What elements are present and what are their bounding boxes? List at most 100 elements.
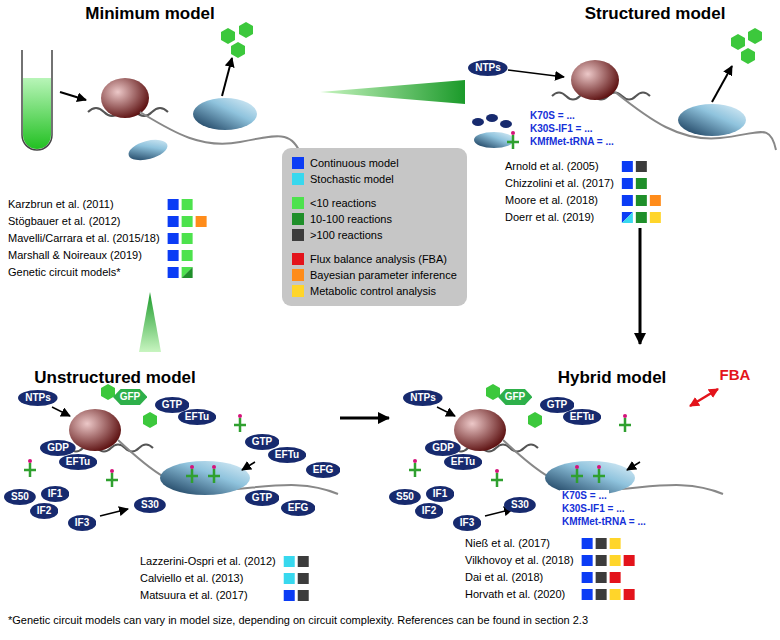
molecule-name: IF2 — [37, 505, 51, 517]
legend-box: Continuous modelStochastic model <10 reac… — [282, 148, 467, 306]
legend-entry: 10-100 reactions — [292, 211, 457, 227]
ellipse — [281, 500, 316, 516]
drawing-use — [741, 48, 755, 64]
hybrid-illustration — [409, 384, 723, 516]
ellipse — [59, 454, 97, 470]
category-square — [636, 195, 647, 206]
legend-swatch — [292, 197, 304, 209]
ellipse — [40, 440, 76, 456]
drawing-path — [22, 50, 52, 150]
category-square — [636, 178, 647, 189]
ellipse — [444, 454, 482, 470]
legend-entry: Metabolic control analysis — [292, 283, 457, 299]
method-label: FBA — [720, 366, 751, 384]
molecule-name: GDP — [432, 442, 454, 454]
molecule-ellipse: NTPs — [18, 390, 58, 406]
ellipse — [178, 409, 216, 425]
category-square — [168, 233, 179, 244]
category-square — [622, 212, 633, 223]
ellipse — [540, 397, 575, 413]
category-square — [622, 195, 633, 206]
gfp-hexagon: GFP — [498, 389, 533, 405]
ellipse — [415, 503, 443, 519]
reference: Vilkhovoy et al. (2018) — [465, 554, 574, 567]
legend-entry: Stochastic model — [292, 171, 457, 187]
drawing-ellipse — [474, 132, 514, 148]
drawing-ellipse — [472, 118, 484, 126]
connector-arrow — [639, 228, 642, 344]
ellipse — [4, 489, 36, 505]
molecule-name: EFG — [288, 502, 309, 514]
legend-entry: <10 reactions — [292, 195, 457, 211]
caption: *Genetic circuit models can vary in mode… — [8, 614, 588, 627]
reference: Chizzolini et al. (2017) — [505, 177, 614, 190]
legend-entry: Continuous model — [292, 155, 457, 171]
legend-text: 10-100 reactions — [310, 213, 392, 225]
reference: Stögbauer et al. (2012) — [8, 215, 121, 228]
panel-title: Minimum model — [85, 4, 214, 24]
molecule-name: S50 — [11, 491, 29, 503]
panel-title: Structured model — [585, 4, 726, 24]
minimum-illustration — [22, 22, 300, 164]
drawing-ellipse — [678, 104, 746, 136]
drawing-ellipse — [193, 98, 257, 130]
molecule-name: NTPs — [475, 62, 501, 74]
legend-entry: >100 reactions — [292, 227, 457, 243]
category-square — [168, 216, 179, 227]
molecule-name: GTP — [547, 399, 568, 411]
molecule-name: GTP — [252, 492, 273, 504]
panel-title: Hybrid model — [558, 368, 667, 388]
molecule-ellipse: EFG — [281, 500, 316, 516]
category-square — [182, 267, 193, 278]
molecule-name: GTP — [162, 399, 183, 411]
category-square — [622, 212, 633, 223]
molecule-name: EFTu — [451, 456, 475, 468]
molecule-name: IF3 — [75, 517, 89, 529]
molecule-ellipse: S30 — [134, 497, 166, 513]
category-square — [596, 555, 607, 566]
ellipse — [245, 490, 280, 506]
category-square — [582, 572, 593, 583]
molecule-name: EFTu — [185, 411, 209, 423]
drawing-path — [23, 78, 51, 149]
category-square — [636, 161, 647, 172]
ellipse — [563, 409, 601, 425]
legend-entry: Bayesian parameter inference — [292, 267, 457, 283]
ellipse — [504, 497, 536, 513]
ellipse — [468, 60, 508, 76]
category-square — [168, 267, 179, 278]
category-square — [182, 199, 193, 210]
category-square — [182, 267, 193, 278]
rate-constant: KMfMet-tRNA = ... — [560, 516, 648, 528]
drawing-ellipse — [126, 136, 169, 164]
legend-swatch — [292, 253, 304, 265]
legend-swatch — [292, 173, 304, 185]
molecule-ellipse: EFTu — [59, 454, 97, 470]
molecule-name: GDP — [47, 442, 69, 454]
molecule-name: NTPs — [410, 392, 436, 404]
molecule-ellipse: IF3 — [68, 515, 96, 531]
ellipse — [245, 434, 280, 450]
molecule-ellipse: GDP — [40, 440, 76, 456]
complexity-wedge — [320, 80, 465, 104]
category-square — [582, 555, 593, 566]
molecule-name: GFP — [505, 391, 526, 403]
reference: Doerr et al. (2019) — [505, 211, 594, 224]
reference: Matsuura et al. (2017) — [140, 589, 248, 602]
legend-text: Stochastic model — [310, 173, 394, 185]
category-square — [610, 538, 621, 549]
reference: Nieß et al. (2017) — [465, 537, 550, 550]
category-square — [650, 212, 661, 223]
molecule-ellipse: EFTu — [563, 409, 601, 425]
molecule-name: EFTu — [275, 449, 299, 461]
reference: Lazzerini-Ospri et al. (2012) — [140, 555, 276, 568]
rate-constant: K70S = ... — [560, 490, 609, 502]
category-square — [284, 573, 295, 584]
molecule-ellipse: GTP — [245, 490, 280, 506]
molecule-ellipse: S50 — [4, 489, 36, 505]
rate-constant: K70S = ... — [528, 110, 577, 122]
ellipse — [389, 489, 421, 505]
molecule-name: GTP — [252, 436, 273, 448]
drawing-ellipse — [500, 120, 512, 128]
